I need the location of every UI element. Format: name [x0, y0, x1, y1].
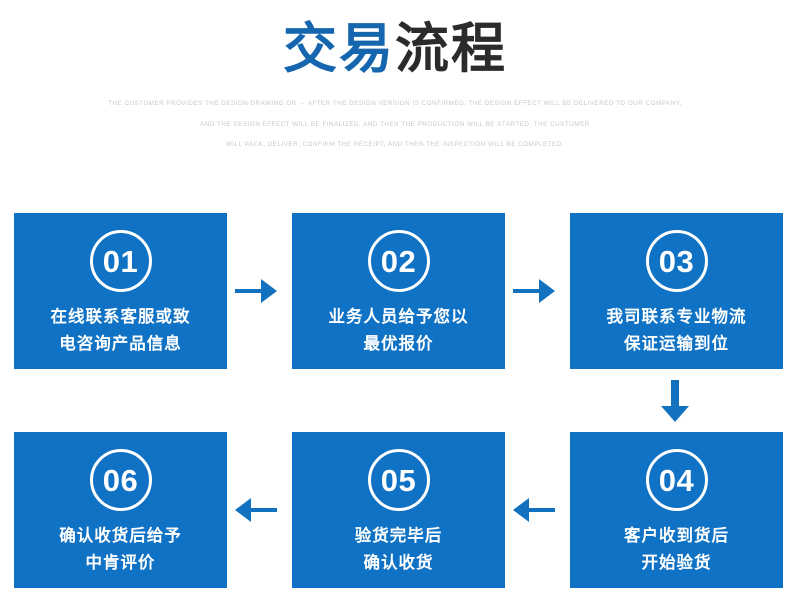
step-text-01-line1: 在线联系客服或致 [50, 308, 191, 326]
step-text-06-line2: 中肯评价 [85, 554, 156, 572]
step-text-02-line1: 业务人员给予您以 [328, 308, 469, 326]
subtitle-line-3: WILL PACK, DELIVER, CONFIRM THE RECEIPT,… [225, 141, 564, 148]
subtitle-line-1: THE CUSTOMER PROVIDES THE DESIGN DRAWING… [108, 100, 682, 107]
step-number-circle-01: 01 [89, 230, 152, 292]
step-text-01-line2: 电咨询产品信息 [59, 335, 182, 353]
step-text-02-line2: 最优报价 [363, 335, 434, 353]
step-number-06: 06 [102, 462, 139, 498]
step-number-circle-02: 02 [367, 230, 430, 292]
arrow-right-icon-1 [233, 271, 279, 311]
step-box-04[interactable]: 04 客户收到货后 开始验货 [570, 432, 783, 588]
step-text-04-line1: 客户收到货后 [624, 527, 729, 545]
step-text-01: 在线联系客服或致 电咨询产品信息 [14, 304, 227, 358]
step-number-circle-05: 05 [367, 449, 430, 511]
page-subtitle: THE CUSTOMER PROVIDES THE DESIGN DRAWING… [0, 94, 790, 156]
step-text-03-line2: 保证运输到位 [624, 335, 729, 353]
step-number-03: 03 [658, 243, 695, 279]
step-box-03[interactable]: 03 我司联系专业物流 保证运输到位 [570, 213, 783, 369]
step-text-04: 客户收到货后 开始验货 [570, 523, 783, 577]
step-number-01: 01 [102, 243, 139, 279]
subtitle-line-2: AND THE DESIGN EFFECT WILL BE FINALIZED,… [200, 120, 590, 128]
step-number-02: 02 [380, 243, 417, 279]
page-title-rest: 流程 [395, 19, 507, 79]
page-title-accent: 交易 [283, 19, 395, 79]
step-box-06[interactable]: 06 确认收货后给予 中肯评价 [14, 432, 227, 588]
step-number-04: 04 [658, 462, 695, 498]
step-number-circle-03: 03 [645, 230, 708, 292]
step-number-05: 05 [380, 462, 417, 498]
page-header: 交易流程 THE CUSTOMER PROVIDES THE DESIGN DR… [0, 0, 790, 156]
step-text-03: 我司联系专业物流 保证运输到位 [570, 304, 783, 358]
step-text-05: 验货完毕后 确认收货 [292, 523, 505, 577]
step-text-06: 确认收货后给予 中肯评价 [14, 523, 227, 577]
arrow-left-icon-1 [511, 490, 557, 530]
step-box-02[interactable]: 02 业务人员给予您以 最优报价 [292, 213, 505, 369]
arrow-left-icon-2 [233, 490, 279, 530]
step-text-02: 业务人员给予您以 最优报价 [292, 304, 505, 358]
step-text-05-line2: 确认收货 [363, 554, 434, 572]
step-text-03-line1: 我司联系专业物流 [606, 308, 747, 326]
page-title: 交易流程 [0, 16, 790, 82]
step-box-05[interactable]: 05 验货完毕后 确认收货 [292, 432, 505, 588]
step-box-01[interactable]: 01 在线联系客服或致 电咨询产品信息 [14, 213, 227, 369]
arrow-down-icon-1 [655, 378, 695, 424]
step-number-circle-04: 04 [645, 449, 708, 511]
step-number-circle-06: 06 [89, 449, 152, 511]
step-text-04-line2: 开始验货 [641, 554, 712, 572]
step-text-06-line1: 确认收货后给予 [59, 527, 182, 545]
arrow-right-icon-2 [511, 271, 557, 311]
step-text-05-line1: 验货完毕后 [354, 527, 443, 545]
